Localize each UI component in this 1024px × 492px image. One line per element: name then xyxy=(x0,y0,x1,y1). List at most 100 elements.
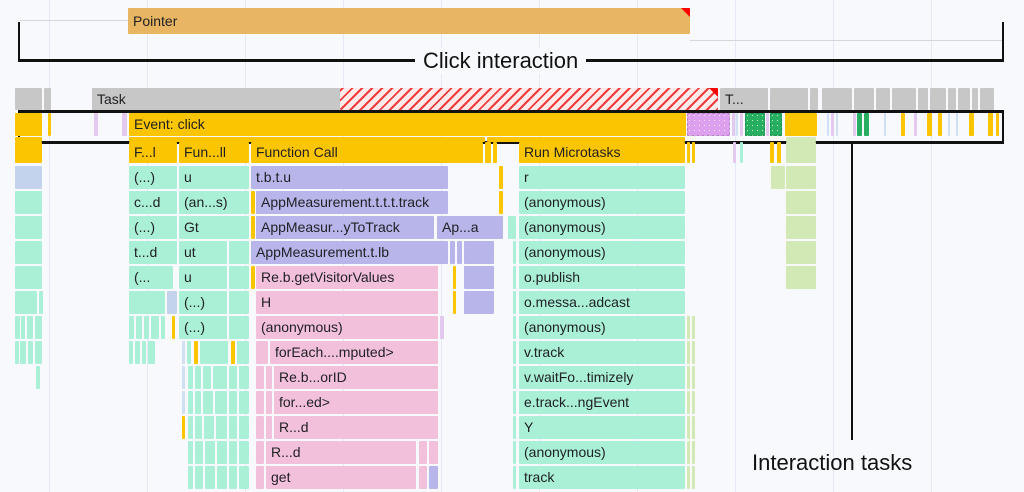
task-segment[interactable] xyxy=(958,88,970,110)
stack-frame[interactable] xyxy=(203,366,211,389)
stack-frame[interactable] xyxy=(15,316,20,339)
stack-frame[interactable] xyxy=(188,466,193,489)
stack-frame[interactable] xyxy=(167,291,177,314)
stack-frame[interactable]: (anonymous) xyxy=(519,441,685,464)
stack-frame[interactable]: t.b.t.u xyxy=(251,166,448,189)
stack-frame[interactable] xyxy=(692,416,695,439)
stack-frame[interactable] xyxy=(239,391,249,414)
stack-frame[interactable] xyxy=(20,341,26,364)
event-row-segment[interactable] xyxy=(15,113,42,136)
event-row-segment[interactable] xyxy=(94,113,98,136)
stack-frame[interactable] xyxy=(195,366,201,389)
stack-frame[interactable]: (anonymous) xyxy=(519,216,685,239)
stack-frame[interactable] xyxy=(513,241,516,264)
stack-frame[interactable] xyxy=(27,316,33,339)
stack-frame[interactable] xyxy=(266,416,272,439)
stack-frame[interactable] xyxy=(195,441,203,464)
stack-frame[interactable] xyxy=(35,341,42,364)
stack-frame[interactable]: o.publish xyxy=(519,266,685,289)
function-call-segment[interactable] xyxy=(770,142,774,163)
stack-frame[interactable] xyxy=(195,391,201,414)
stack-frame[interactable] xyxy=(687,316,690,339)
function-call-segment[interactable] xyxy=(740,142,743,163)
stack-frame[interactable]: u xyxy=(179,266,227,289)
stack-frame[interactable] xyxy=(182,391,185,414)
stack-frame[interactable] xyxy=(15,241,42,264)
stack-frame[interactable]: o.messa...adcast xyxy=(519,291,685,314)
function-call-segment[interactable] xyxy=(493,142,497,163)
stack-frame[interactable] xyxy=(35,316,42,339)
stack-frame[interactable] xyxy=(187,341,191,364)
function-call-segment[interactable] xyxy=(687,142,690,163)
stack-frame[interactable]: track xyxy=(519,466,685,489)
stack-frame[interactable] xyxy=(15,291,37,314)
long-task-hatched-region[interactable] xyxy=(340,88,718,110)
stack-frame[interactable] xyxy=(266,391,272,414)
event-row-segment[interactable] xyxy=(927,113,932,136)
stack-frame[interactable] xyxy=(687,391,690,414)
stack-frame[interactable]: (...) xyxy=(129,216,177,239)
event-row-segment[interactable] xyxy=(988,113,993,136)
stack-frame[interactable] xyxy=(200,341,228,364)
stack-frame[interactable] xyxy=(229,316,249,339)
task-segment[interactable] xyxy=(948,88,956,110)
stack-frame[interactable] xyxy=(786,216,816,239)
stack-frame[interactable] xyxy=(213,366,227,389)
stack-frame[interactable] xyxy=(36,366,40,389)
stack-frame[interactable] xyxy=(692,391,695,414)
event-click-bar[interactable]: Event: click xyxy=(129,113,686,136)
stack-frame[interactable] xyxy=(440,316,444,339)
stack-frame[interactable] xyxy=(786,191,816,214)
task-segment[interactable] xyxy=(876,88,890,110)
task-segment[interactable] xyxy=(930,88,946,110)
stack-frame[interactable] xyxy=(256,341,268,364)
stack-frame[interactable] xyxy=(513,266,516,289)
stack-frame[interactable] xyxy=(692,316,695,339)
stack-frame[interactable] xyxy=(692,366,695,389)
event-row-segment[interactable] xyxy=(770,113,782,136)
stack-frame[interactable] xyxy=(203,391,213,414)
task-segment[interactable] xyxy=(980,88,994,110)
stack-frame[interactable] xyxy=(239,416,249,439)
stack-frame[interactable] xyxy=(419,441,427,464)
task-segment[interactable] xyxy=(770,88,808,110)
main-task-bar[interactable]: Task xyxy=(92,88,340,110)
stack-frame[interactable] xyxy=(453,291,456,314)
stack-frame[interactable] xyxy=(15,341,19,364)
event-row-segment[interactable] xyxy=(785,113,817,136)
stack-frame[interactable] xyxy=(142,341,146,364)
stack-frame[interactable]: (...) xyxy=(129,166,177,189)
function-call-bar-2[interactable]: Fun...ll xyxy=(179,142,249,163)
stack-frame[interactable]: for...ed> xyxy=(274,391,438,414)
stack-frame[interactable]: ut xyxy=(179,241,227,264)
stack-frame[interactable] xyxy=(786,266,816,289)
stack-frame[interactable] xyxy=(687,366,690,389)
stack-frame[interactable] xyxy=(256,416,264,439)
stack-frame[interactable] xyxy=(457,241,462,264)
stack-frame[interactable] xyxy=(188,391,193,414)
stack-frame[interactable] xyxy=(453,266,456,289)
stack-frame[interactable]: (...) xyxy=(179,316,227,339)
stack-frame[interactable]: Gt xyxy=(179,216,249,239)
stack-frame[interactable] xyxy=(195,466,203,489)
stack-frame[interactable]: (anonymous) xyxy=(519,191,685,214)
stack-frame[interactable] xyxy=(266,366,272,389)
stack-frame[interactable]: (...) xyxy=(179,291,227,314)
stack-frame[interactable] xyxy=(256,441,264,464)
event-row-segment[interactable] xyxy=(732,113,735,136)
stack-frame[interactable] xyxy=(205,466,215,489)
stack-frame[interactable] xyxy=(229,416,237,439)
run-microtasks-bar[interactable]: Run Microtasks xyxy=(519,142,685,163)
task-segment[interactable] xyxy=(854,88,874,110)
sub-row-sliver[interactable] xyxy=(487,137,685,142)
stack-frame[interactable] xyxy=(513,316,516,339)
stack-frame[interactable]: R...d xyxy=(266,441,416,464)
event-row-segment[interactable] xyxy=(996,113,999,136)
stack-frame[interactable]: u xyxy=(179,166,249,189)
stack-frame[interactable] xyxy=(229,366,237,389)
stack-frame[interactable]: c...d xyxy=(129,191,177,214)
event-row-segment[interactable] xyxy=(956,113,958,136)
stack-frame[interactable]: AppMeasur...yToTrack xyxy=(256,216,434,239)
stack-frame[interactable]: get xyxy=(266,466,416,489)
stack-frame[interactable]: e.track...ngEvent xyxy=(519,391,685,414)
